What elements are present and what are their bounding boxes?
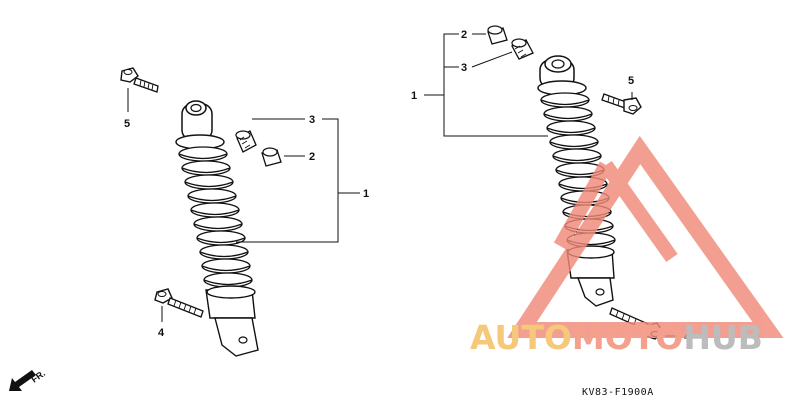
left-leader-lines bbox=[127, 88, 360, 322]
left-collar bbox=[261, 147, 282, 167]
callout-right-shock: 1 bbox=[411, 90, 417, 102]
right-collar bbox=[487, 25, 508, 45]
callout-right-bushing: 3 bbox=[461, 62, 467, 74]
callout-left-bushing: 3 bbox=[309, 114, 315, 126]
callout-left-collar: 2 bbox=[309, 151, 315, 163]
callout-left-shock: 1 bbox=[363, 188, 369, 200]
watermark-auto: AUTO bbox=[470, 318, 572, 357]
watermark-moto: MOTO bbox=[572, 318, 683, 357]
right-upper-bolt bbox=[601, 93, 642, 115]
left-shock-absorber bbox=[175, 100, 259, 357]
watermark-hub: HUB bbox=[683, 318, 763, 357]
right-bushing bbox=[511, 38, 534, 60]
callout-left-upper-bolt: 5 bbox=[124, 118, 130, 130]
left-lower-bolt bbox=[154, 288, 204, 318]
right-leader-lines bbox=[424, 33, 681, 337]
diagram-code: KV83-F1900A bbox=[582, 387, 654, 398]
watermark-logo bbox=[507, 135, 784, 338]
callout-right-collar: 2 bbox=[461, 29, 467, 41]
callout-left-lower-bolt: 4 bbox=[158, 327, 165, 339]
left-upper-bolt bbox=[120, 67, 159, 93]
callout-right-upper-bolt: 5 bbox=[628, 75, 634, 87]
watermark-text: AUTOMOTOHUB bbox=[470, 318, 763, 357]
front-direction-arrow: FR. bbox=[9, 368, 47, 391]
left-bushing bbox=[235, 130, 257, 153]
